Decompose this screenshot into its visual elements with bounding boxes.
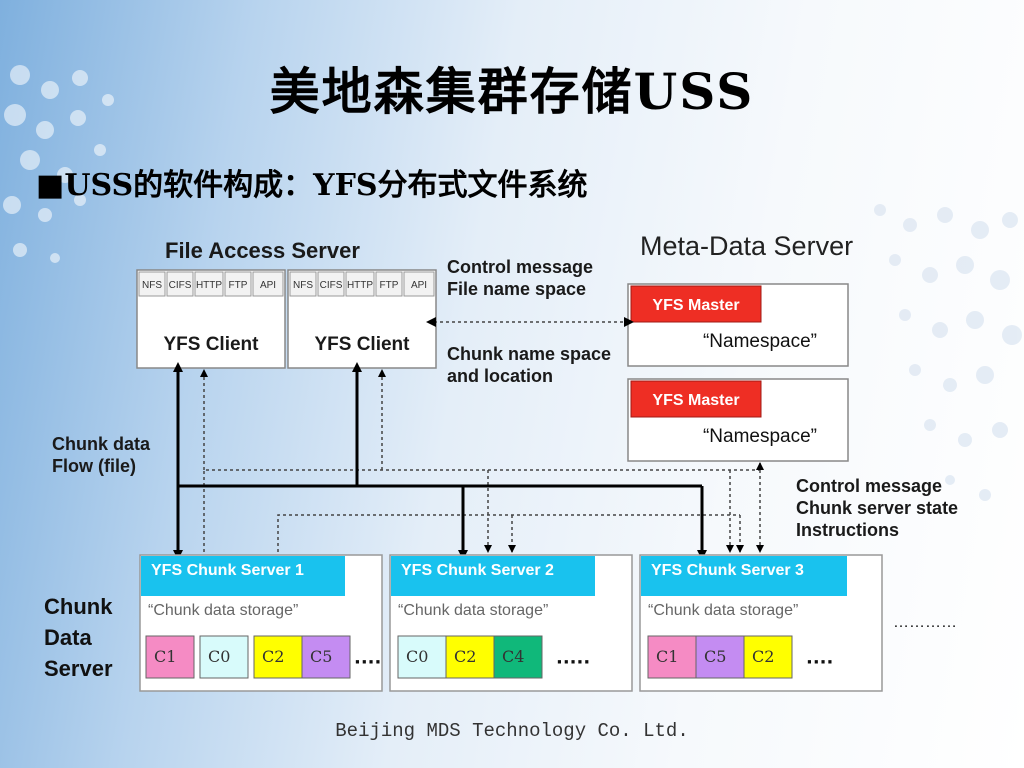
- chunk-storage-label: “Chunk data storage”: [398, 602, 548, 619]
- chunk-label: C2: [752, 647, 774, 666]
- file-access-server-heading: File Access Server: [165, 238, 360, 263]
- chunk-label: C2: [262, 647, 284, 666]
- chunk-c1: [647, 635, 697, 679]
- chunk-server-label: YFS Chunk Server 3: [651, 562, 804, 579]
- chunk-label: C4: [502, 647, 524, 666]
- chunk-c2: [445, 635, 495, 679]
- chunk-label: C0: [406, 647, 428, 666]
- chunk-server-header: [641, 556, 847, 596]
- more-chunks: ·····: [556, 652, 590, 673]
- protocol-ftp: FTP: [229, 280, 248, 291]
- chunk-c0: [199, 635, 249, 679]
- more-chunks: ····: [354, 652, 381, 673]
- chunk-label: C0: [208, 647, 230, 666]
- yfs-master-header: [630, 380, 762, 418]
- protocol-nfs: NFS: [142, 280, 162, 291]
- yfs-master-1: YFS Master “Namespace”: [627, 283, 849, 367]
- protocol-cifs: CIFS: [169, 280, 192, 291]
- slide-title: 美地森集群存储USS: [269, 62, 755, 121]
- chunk-label: C5: [310, 647, 332, 666]
- annotation-and-location: and location: [447, 366, 553, 386]
- chunk-storage-label: “Chunk data storage”: [148, 602, 298, 619]
- chunk-c1: [145, 635, 195, 679]
- chunk-server-3: YFS Chunk Server 3 “Chunk data storage” …: [639, 554, 883, 692]
- chunk-data-server-label-3: Server: [44, 656, 113, 681]
- yfs-client-1: NFS CIFS HTTP FTP API YFS Client: [136, 269, 286, 369]
- slide-subtitle: ■USS的软件构成：YFS分布式文件系统: [36, 168, 588, 203]
- annotation-file-name-space: File name space: [447, 279, 586, 299]
- chunk-server-label: YFS Chunk Server 2: [401, 562, 554, 579]
- chunk-data-server-label-1: Chunk: [44, 594, 113, 619]
- chunk-c0: [397, 635, 447, 679]
- chunk-server-label: YFS Chunk Server 1: [151, 562, 304, 579]
- namespace-label: “Namespace”: [703, 331, 817, 352]
- control-message-lines: [200, 317, 764, 553]
- protocol-http: HTTP: [196, 280, 222, 291]
- yfs-client-label: YFS Client: [163, 334, 259, 355]
- chunk-server-header: [141, 556, 345, 596]
- annotation-control-message: Control message: [447, 257, 593, 277]
- chunk-data-server-label-2: Data: [44, 625, 92, 650]
- annotation-flow-file: Flow (file): [52, 456, 136, 476]
- chunk-label: C1: [656, 647, 678, 666]
- namespace-label: “Namespace”: [703, 426, 817, 447]
- chunk-c4: [493, 635, 543, 679]
- protocol-cifs: CIFS: [320, 280, 343, 291]
- chunk-server-2: YFS Chunk Server 2 “Chunk data storage” …: [389, 554, 633, 692]
- chunk-c5: [695, 635, 745, 679]
- chunk-server-header: [391, 556, 595, 596]
- chunk-data-flow-lines: [173, 362, 707, 560]
- yfs-client-2: NFS CIFS HTTP FTP API YFS Client: [287, 269, 437, 369]
- chunk-label: C1: [154, 647, 176, 666]
- chunk-server-1: YFS Chunk Server 1 “Chunk data storage” …: [139, 554, 383, 692]
- chunk-label: C5: [704, 647, 726, 666]
- yfs-master-label: YFS Master: [652, 297, 739, 314]
- protocol-api: API: [260, 280, 276, 291]
- more-chunks: ····: [806, 652, 833, 673]
- more-servers-ellipsis: …………: [893, 614, 957, 631]
- chunk-c5: [301, 635, 351, 679]
- meta-data-server-heading: Meta-Data Server: [640, 231, 853, 261]
- annotation-chunk-server-state: Chunk server state: [796, 498, 958, 518]
- protocol-nfs: NFS: [293, 280, 313, 291]
- annotation-instructions: Instructions: [796, 520, 899, 540]
- yfs-master-label: YFS Master: [652, 392, 739, 409]
- chunk-storage-label: “Chunk data storage”: [648, 602, 798, 619]
- protocol-api: API: [411, 280, 427, 291]
- footer-company: Beijing MDS Technology Co. Ltd.: [335, 720, 689, 742]
- chunk-c2: [253, 635, 303, 679]
- annotation-chunk-name-space: Chunk name space: [447, 344, 611, 364]
- annotation-control-message-right: Control message: [796, 476, 942, 496]
- protocol-http: HTTP: [347, 280, 373, 291]
- chunk-label: C2: [454, 647, 476, 666]
- yfs-master-2: YFS Master “Namespace”: [627, 378, 849, 462]
- protocol-ftp: FTP: [380, 280, 399, 291]
- yfs-master-header: [630, 285, 762, 323]
- chunk-c2: [743, 635, 793, 679]
- annotation-chunk-data: Chunk data: [52, 434, 151, 454]
- yfs-client-label: YFS Client: [314, 334, 410, 355]
